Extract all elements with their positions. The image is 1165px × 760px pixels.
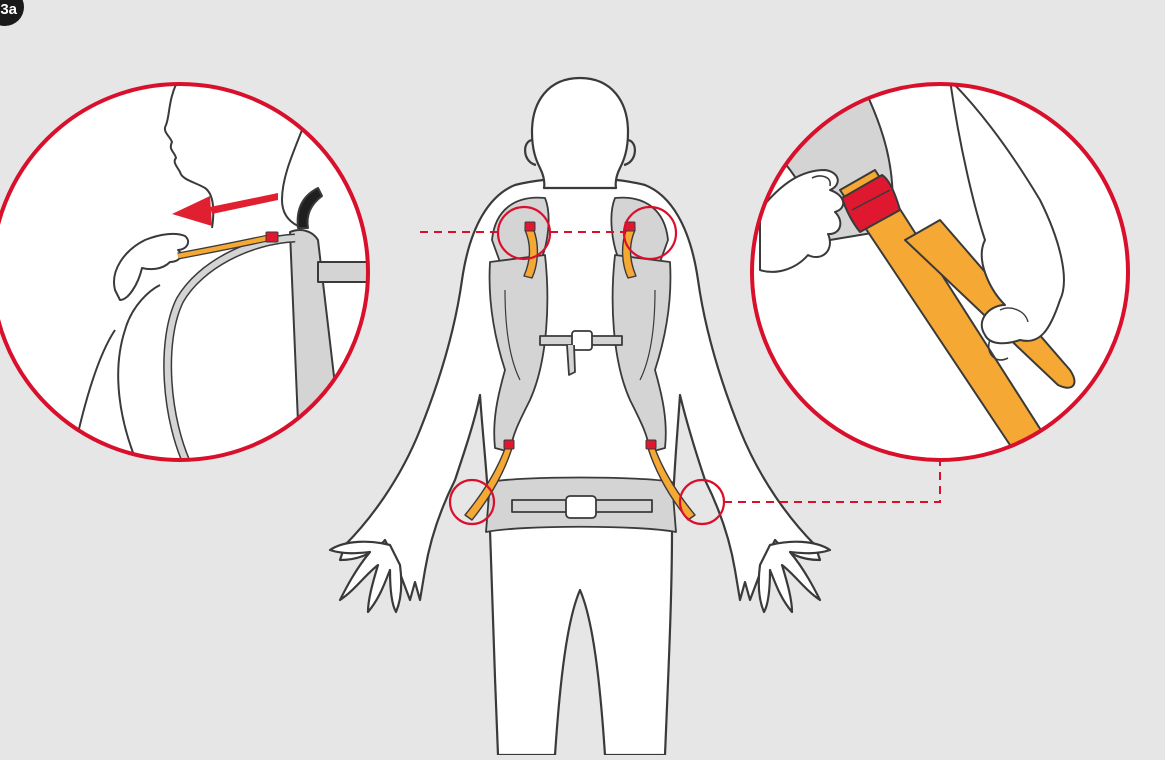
person-hand-right	[759, 542, 830, 612]
hip-strap-buckle-right	[646, 440, 656, 449]
load-lifter-buckle-left	[525, 222, 535, 231]
detail-circle-left	[0, 80, 440, 470]
person-hand-left	[330, 542, 401, 612]
person-body	[340, 178, 820, 755]
hip-strap-buckle-left	[504, 440, 514, 449]
sternum-buckle	[572, 331, 592, 350]
load-lifter-buckle	[370, 258, 388, 286]
pull-tab-buckle	[266, 232, 278, 242]
person-head	[532, 78, 628, 188]
hip-buckle	[566, 496, 596, 518]
load-lifter-strap	[318, 262, 380, 282]
detail-circle-right	[752, 80, 1128, 460]
person-figure	[330, 78, 830, 755]
